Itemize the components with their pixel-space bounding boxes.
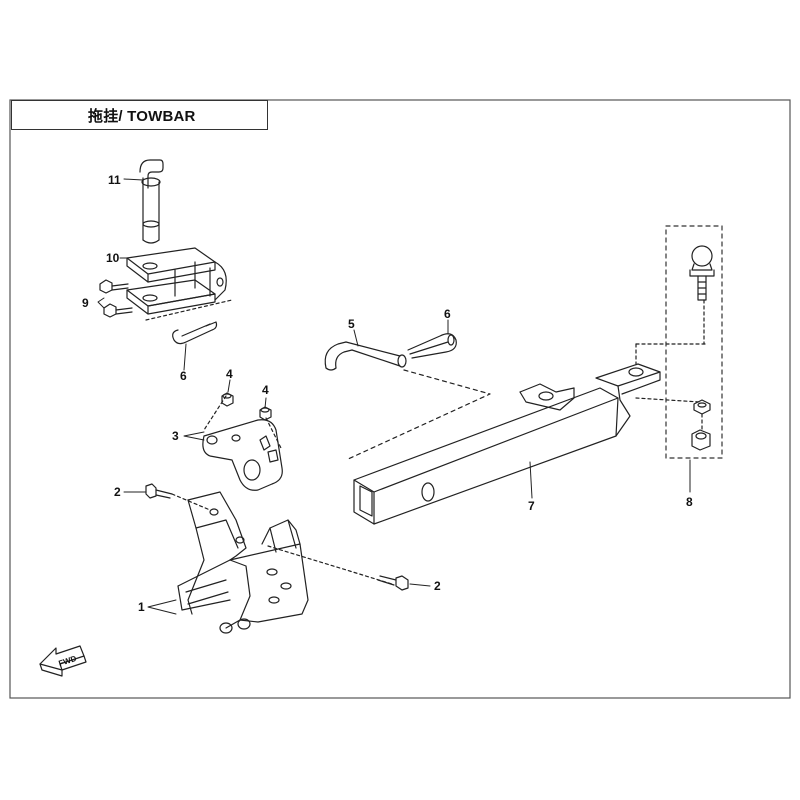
mount-bracket-1: [177, 491, 393, 634]
callout-8: 8: [686, 495, 693, 509]
nut-4-left: [221, 392, 234, 407]
fwd-arrow-icon: [39, 645, 87, 677]
callout-6-center: 6: [444, 307, 451, 321]
alignment-line-pin: [345, 369, 491, 461]
clip-6-left: [172, 321, 218, 345]
title-box: 拖挂/ TOWBAR: [11, 100, 268, 130]
hitch-pin-5: [324, 341, 407, 371]
callout-2-left: 2: [114, 485, 121, 499]
page-title: 拖挂/ TOWBAR: [88, 108, 196, 125]
bracket-10: [126, 247, 233, 321]
bolts-9: [99, 279, 133, 318]
callout-4-right: 4: [262, 383, 269, 397]
callout-2-right: 2: [434, 579, 441, 593]
hitch-ball-kit-8: [665, 225, 723, 459]
clip-6-center: [407, 333, 457, 359]
towbar-7: [353, 343, 707, 525]
leader-lines: [97, 178, 691, 615]
callout-7: 7: [528, 499, 535, 513]
callout-1: 1: [138, 600, 145, 614]
callout-6-left: 6: [180, 369, 187, 383]
callout-11: 11: [108, 173, 121, 187]
drawing-border: [9, 99, 791, 699]
callout-10: 10: [106, 251, 120, 265]
bolt-2-right: [377, 575, 409, 591]
callout-3: 3: [172, 429, 179, 443]
callout-9: 9: [82, 296, 89, 310]
callout-labels: 11 10 9 6 4 4 3 2 1 2 5 6 7 8: [82, 173, 693, 614]
callout-4-left: 4: [226, 367, 233, 381]
callout-5: 5: [348, 317, 355, 331]
plate-3: [202, 395, 283, 491]
bolt-2-left: [145, 483, 211, 511]
pin-11: [139, 159, 164, 244]
